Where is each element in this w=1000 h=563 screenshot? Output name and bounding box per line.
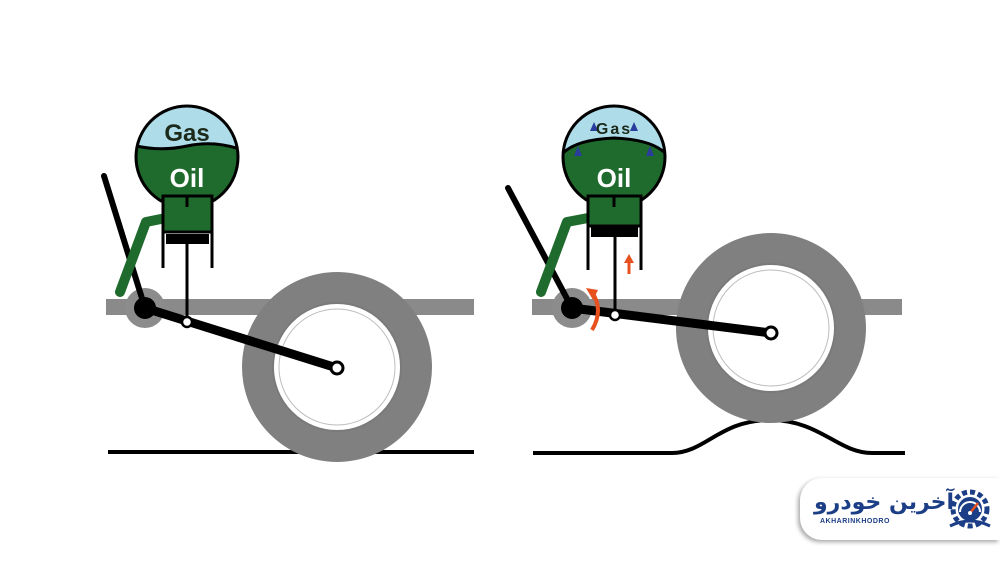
left-piston-head — [166, 234, 209, 244]
left-trailing-arm — [140, 303, 342, 373]
right-pressure-arrow-4 — [646, 146, 654, 156]
right-rotation-arrowhead — [586, 288, 598, 300]
right-green-bracket — [536, 213, 593, 297]
right-pressure-arrow-1 — [574, 146, 582, 156]
right-oil-label: Oil — [597, 163, 632, 193]
gear-gauge-icon — [949, 489, 991, 529]
brand-logo-text: آخرین خودرو — [814, 490, 955, 515]
right-rod-joint — [608, 308, 622, 322]
right-panel: Gas Oil — [505, 104, 905, 455]
right-up-arrowhead — [624, 254, 634, 263]
right-trailing-arm — [567, 303, 776, 338]
right-piston-head — [591, 227, 638, 237]
left-pivot-joint — [134, 297, 156, 319]
left-oil-label: Oil — [170, 163, 205, 193]
brand-logo-latin: AKHARINKHODRO — [820, 518, 890, 525]
right-pressure-arrow-3 — [630, 122, 638, 131]
left-gas-label: Gas — [164, 120, 209, 147]
right-hub-joint — [763, 325, 779, 341]
left-panel: Gas Oil — [101, 104, 474, 462]
left-hub-joint — [329, 360, 345, 376]
right-ground-bump — [533, 417, 905, 455]
brand-logo-badge: آخرین خودرو AKHARINKHODRO — [800, 478, 1000, 540]
left-green-bracket — [115, 213, 171, 297]
right-gas-label: Gas — [596, 121, 632, 138]
right-pressure-arrow-2 — [590, 122, 598, 131]
left-lever — [101, 173, 148, 311]
right-pivot-joint — [561, 297, 583, 319]
right-lever — [505, 185, 575, 311]
left-rod-joint — [180, 315, 194, 329]
